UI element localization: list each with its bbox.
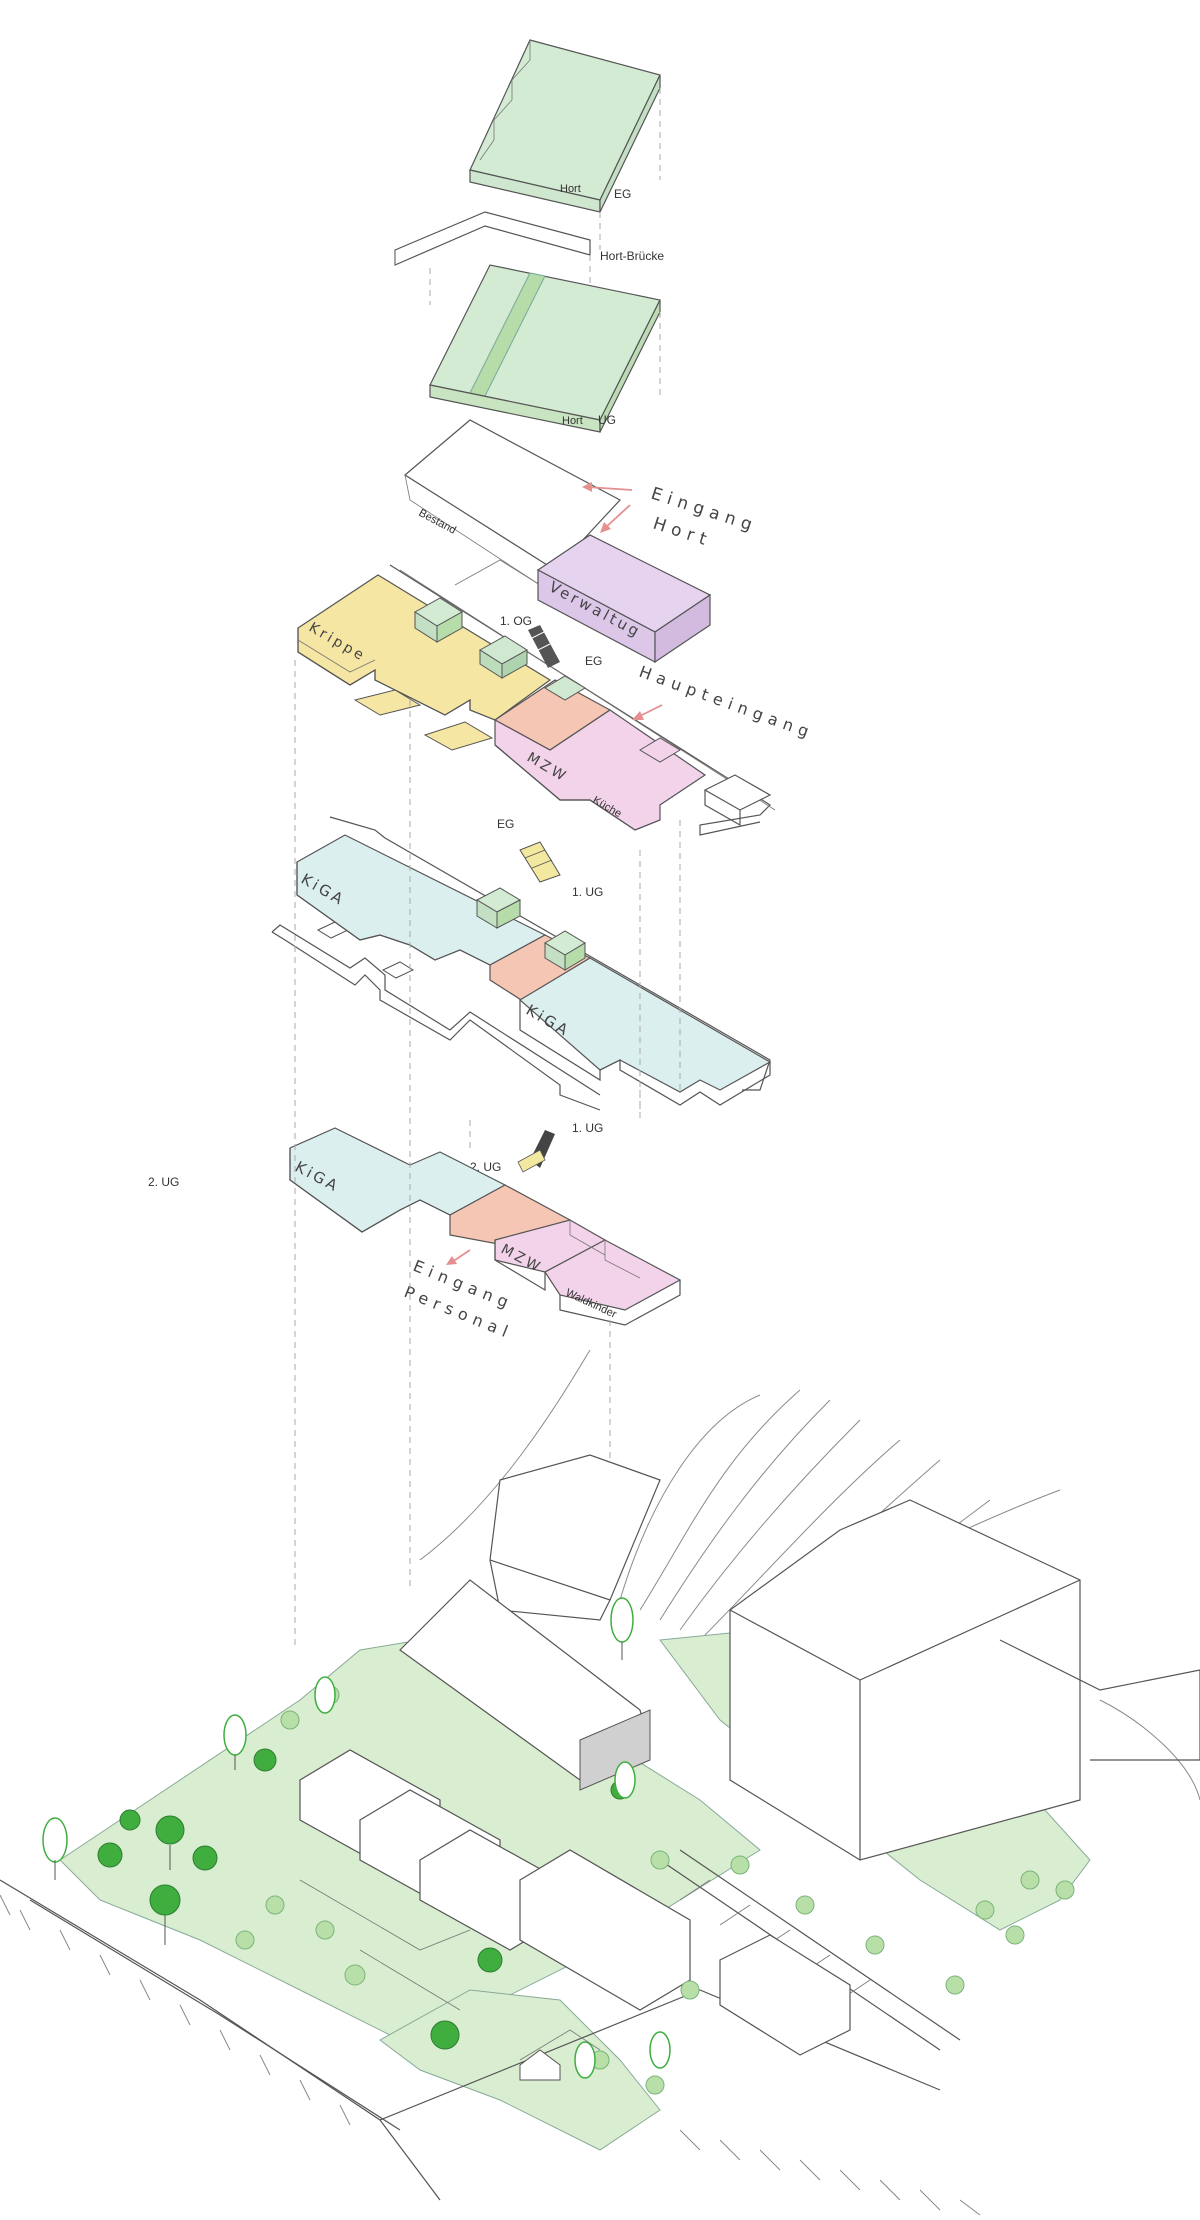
hort-bridge-volume [394, 211, 591, 305]
site-plan [0, 1349, 1200, 2216]
eg-stair-icon [528, 625, 560, 668]
ug1-bottom-label: 1. UG [572, 1121, 603, 1135]
site-tree-trunks [54, 1642, 623, 1945]
bestand-volume [403, 419, 621, 586]
hort-eg-volume [469, 39, 661, 250]
eg-left-label: EG [497, 817, 514, 831]
site-trees [97, 1748, 630, 2050]
hort-ug-room-label: Hort [562, 415, 583, 427]
hort-entrance-arrows [582, 482, 633, 533]
bestand-label: Bestand [417, 507, 458, 537]
hort-ug-floor-label: UG [598, 413, 616, 427]
ug2-small-label: 2. UG [470, 1160, 501, 1174]
hort-eg-floor-label: EG [614, 187, 631, 201]
stair-1ug-2ug-icon [517, 1130, 555, 1173]
haupteingang-arrow [632, 704, 663, 720]
ug2-left-label: 2. UG [148, 1175, 179, 1189]
og1-label: 1. OG [500, 614, 532, 628]
verwaltung-volume [536, 534, 712, 664]
stair-eg-1ug-icon [519, 841, 561, 883]
ug1-top-label: 1. UG [572, 885, 603, 899]
personal-entrance-arrow [446, 1249, 471, 1265]
ug2-level [289, 1127, 682, 1326]
eg-level [297, 564, 776, 836]
eg-small-label: EG [585, 654, 602, 668]
bottom-hatching [0, 1894, 981, 2216]
hort-ug-volume [429, 264, 661, 433]
hort-bridge-label: Hort-Brücke [600, 249, 664, 263]
site-outlined-trees [42, 1597, 671, 2079]
ug1-level [271, 816, 772, 1120]
haupteingang-label: Haupteingang [637, 662, 817, 743]
hort-eg-room-label: Hort [560, 183, 581, 195]
